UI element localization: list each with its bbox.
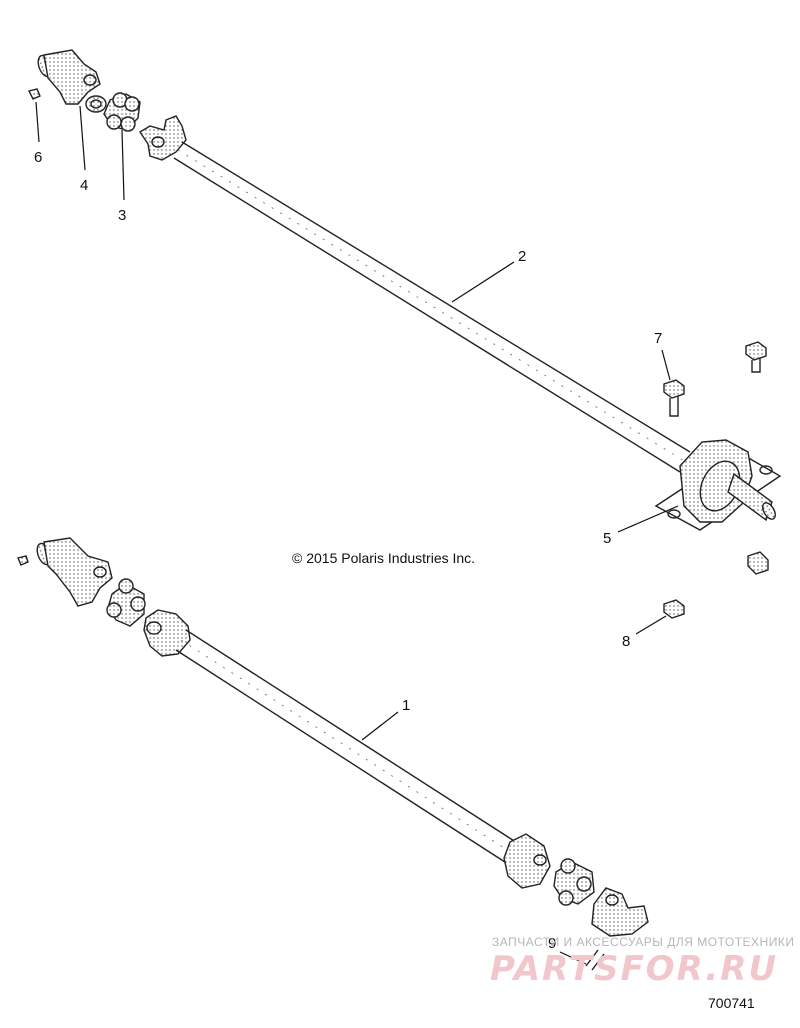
lower-rear-yoke [591,887,649,937]
pin-part-9 [585,949,605,971]
bolt-part-7-a [663,379,685,417]
lower-front-yoke [36,537,113,607]
leader-5 [617,505,679,533]
u-joint-part-3 [103,92,141,132]
nut-lower-left [17,555,29,566]
leader-6 [35,101,40,143]
callout-8: 8 [622,633,630,650]
bolt-part-7-b [745,341,767,373]
callout-5: 5 [603,530,611,547]
leader-8 [635,615,667,635]
lower-rear-u-joint [553,858,595,906]
nut-part-8-a [747,551,769,575]
leader-9 [559,951,587,965]
callout-1: 1 [402,697,410,714]
front-driveshaft-part-1 [143,609,551,889]
leader-2 [451,261,515,303]
front-yoke-part-4 [37,49,107,113]
callout-3: 3 [118,207,126,224]
callout-4: 4 [80,177,88,194]
leader-3 [121,129,125,201]
leader-7 [661,349,671,381]
figure-code: 700741 [708,995,755,1011]
nut-part-6 [27,88,41,100]
center-bearing-part-5 [654,439,782,531]
callout-7: 7 [654,330,662,347]
callout-9: 9 [548,935,556,952]
watermark-tagline: ЗАПЧАСТИ И АКСЕССУАРЫ ДЛЯ МОТОТЕХНИКИ [492,935,794,949]
copyright-notice: © 2015 Polaris Industries Inc. [292,550,475,566]
callout-6: 6 [34,149,42,166]
callout-2: 2 [518,248,526,265]
leader-1 [361,711,399,741]
leader-4 [79,105,86,171]
rear-driveshaft-part-2 [139,115,691,473]
watermark-brand: PARTSFOR.RU [490,949,778,989]
lower-u-joint [106,578,146,627]
nut-part-8-b [663,599,685,619]
